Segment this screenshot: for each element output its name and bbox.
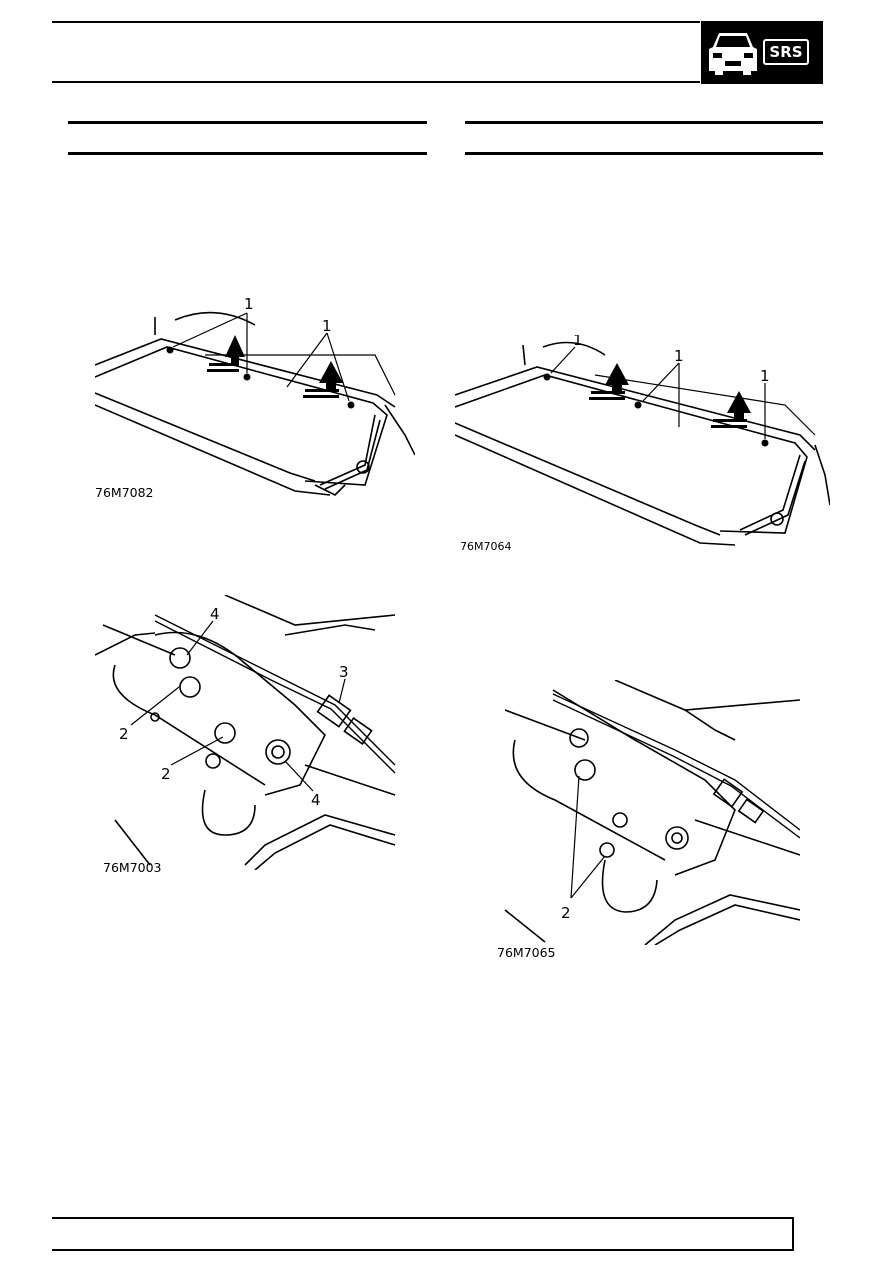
callout-1a: 1: [573, 335, 583, 349]
figure-caption: 76M7065: [497, 945, 556, 960]
figure-76M7064: 1 1 1: [455, 335, 830, 550]
callout-1a: 1: [244, 295, 254, 313]
airbag-module-illustration: 1 1: [95, 295, 415, 496]
module-connector-illustration: 2: [504, 680, 800, 945]
header-top-rule: [52, 21, 700, 23]
module-connector-illustration: 4 3 2 2 4: [95, 595, 396, 870]
header-bottom-rule: [52, 81, 700, 83]
figure-caption: 76M7003: [103, 860, 162, 875]
vehicle-front-icon: [709, 33, 757, 75]
callout-2: 2: [561, 904, 571, 922]
left-section-bottom-rule: [68, 152, 427, 155]
figure-76M7065: 2: [495, 680, 800, 945]
figure-76M7082: 1 1: [95, 295, 415, 505]
airbag-module-illustration: 1 1 1: [455, 335, 830, 546]
left-section-top-rule: [68, 121, 427, 124]
figure-76M7003: 4 3 2 2 4: [95, 595, 400, 870]
callout-3: 3: [339, 663, 349, 681]
callout-1c: 1: [760, 367, 770, 385]
figure-caption: 76M7064: [460, 540, 512, 553]
srs-label: SRS: [763, 39, 809, 65]
srs-badge: SRS: [701, 21, 823, 84]
callout-4a: 4: [210, 605, 220, 623]
callout-2a: 2: [119, 725, 129, 743]
right-section-top-rule: [465, 121, 823, 124]
page-footer-box: [52, 1217, 794, 1251]
right-section-bottom-rule: [465, 152, 823, 155]
callout-4b: 4: [311, 791, 321, 809]
callout-2b: 2: [161, 765, 171, 783]
callout-1b: 1: [322, 317, 332, 335]
callout-1b: 1: [674, 347, 684, 365]
figure-caption: 76M7082: [95, 485, 154, 500]
